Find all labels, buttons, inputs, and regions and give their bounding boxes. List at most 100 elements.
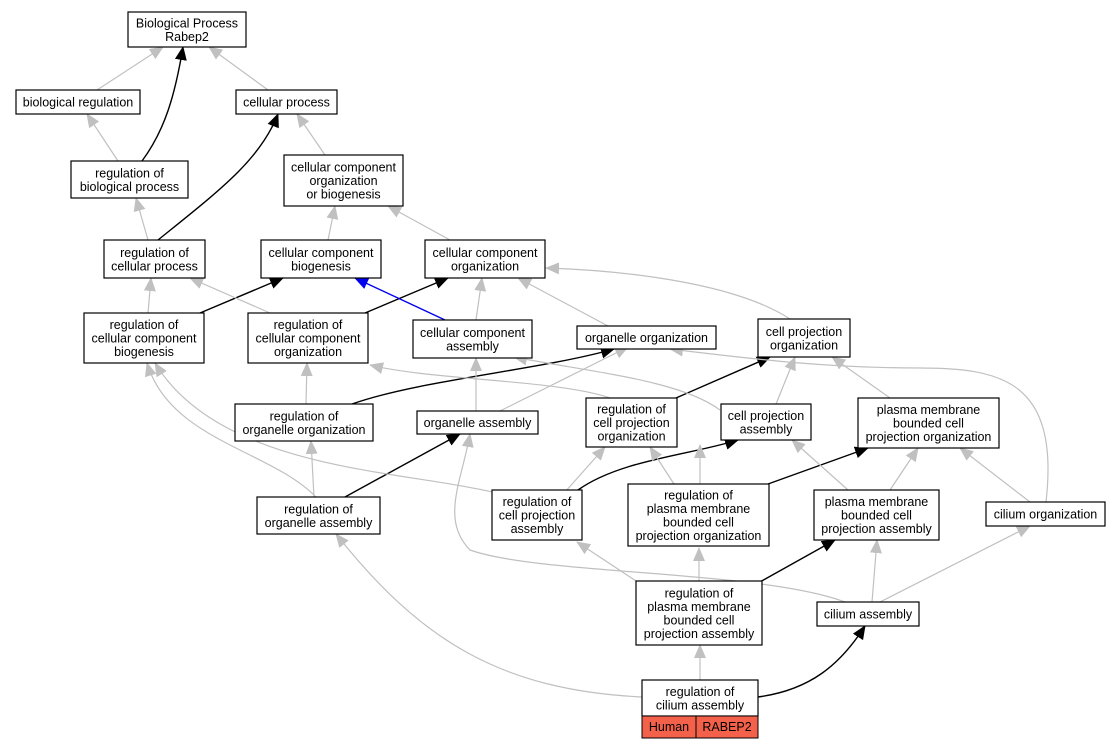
edge [879, 525, 1031, 603]
node-box [720, 403, 812, 441]
node-label-line: organelle organization [585, 331, 708, 345]
node-label-line: cell projection [766, 325, 842, 339]
edge [576, 541, 637, 582]
node-box [283, 154, 404, 207]
node-label-line: regulation of [665, 586, 734, 600]
edge [208, 46, 269, 91]
edge [154, 362, 493, 493]
node-box [83, 312, 205, 364]
node-box [576, 325, 717, 350]
node-label-line: biogenesis [291, 259, 351, 273]
node-box [491, 489, 583, 541]
node-box [585, 397, 678, 448]
edge [189, 277, 271, 314]
go-node-organelle-assembly[interactable]: organelle assembly [416, 410, 539, 435]
edge [517, 277, 609, 327]
node-box [247, 312, 369, 364]
go-node-organelle-organization[interactable]: organelle organization [576, 325, 717, 350]
edge [474, 277, 487, 321]
edge [133, 197, 149, 241]
node-label-line: bounded cell [664, 613, 735, 627]
node-box [127, 11, 247, 48]
node-label-line: cellular component [291, 161, 396, 175]
edge [513, 353, 721, 411]
node-label-line: organization [274, 345, 342, 359]
node-label-line: plasma membrane [647, 600, 751, 614]
node-label-line: regulation of [284, 502, 353, 516]
node-label-line: cell projection [593, 416, 669, 430]
edge [387, 205, 451, 241]
node-label-line: projection assembly [821, 522, 932, 536]
go-node-biological-regulation[interactable]: biological regulation [15, 89, 141, 115]
node-box [70, 160, 189, 199]
node-box [256, 496, 381, 535]
node-box [235, 89, 338, 115]
edge [141, 46, 187, 162]
edge [791, 439, 849, 491]
node-box [416, 410, 539, 435]
node-box [424, 239, 546, 279]
node-box [412, 319, 533, 359]
edge [869, 539, 882, 603]
node-box [103, 239, 206, 279]
node-label-line: projection organization [636, 529, 762, 543]
node-label-line: assembly [511, 522, 565, 536]
node-label-line: cell projection [499, 509, 575, 523]
edge [757, 625, 866, 698]
gene-annotation-tag: Human RABEP2 [641, 715, 759, 739]
edge [545, 262, 791, 320]
node-label-line: biological regulation [23, 96, 134, 110]
node-box [813, 489, 940, 541]
species-label: Human [649, 720, 689, 734]
edge [564, 446, 606, 493]
node-box [857, 397, 1000, 449]
gene-label: RABEP2 [702, 720, 751, 734]
node-label-line: cellular component [256, 332, 361, 346]
edge [831, 356, 891, 399]
go-node-cilium-organization[interactable]: cilium organization [985, 501, 1106, 527]
edge [354, 277, 446, 321]
node-label-line: regulation of [503, 495, 572, 509]
node-box [816, 601, 920, 627]
node-label-line: assembly [446, 339, 500, 353]
edge [300, 362, 313, 405]
node-box [15, 89, 141, 115]
node-label-line: regulation of [666, 685, 735, 699]
node-label-line: cellular component [420, 326, 525, 340]
edge [889, 447, 919, 491]
node-label-line: cilium assembly [824, 608, 913, 622]
edge [96, 46, 164, 91]
edge [675, 356, 771, 399]
node-label-line: biological process [80, 180, 179, 194]
edge [959, 447, 1031, 503]
node-box [985, 501, 1106, 527]
edge [649, 446, 675, 485]
go-node-cilium-assembly[interactable]: cilium assembly [816, 601, 920, 627]
node-label-line: cellular component [92, 332, 197, 346]
node-label-line: bounded cell [663, 515, 734, 529]
go-node-cellular-process[interactable]: cellular process [235, 89, 338, 115]
node-box [641, 679, 759, 717]
edge [344, 433, 461, 498]
